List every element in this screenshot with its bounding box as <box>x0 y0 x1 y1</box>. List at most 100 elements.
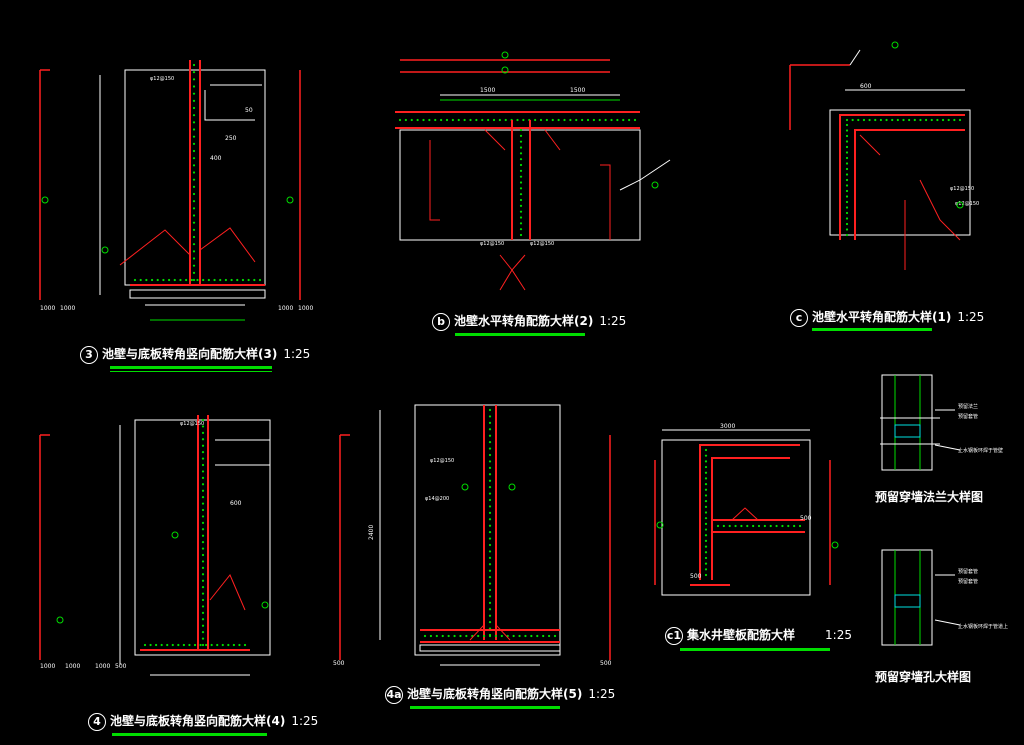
rebar-dot <box>488 537 492 540</box>
rebar-dot <box>519 140 523 143</box>
rebar-dot <box>463 118 466 122</box>
dim-text-50: 50 <box>245 107 253 114</box>
leader-hole2 <box>934 619 961 626</box>
rebar-dot <box>488 434 492 437</box>
rebar-dot <box>488 576 492 579</box>
rebar-dot <box>488 428 492 431</box>
rebar-dot <box>704 528 708 531</box>
rebar-dot <box>519 233 523 237</box>
rebar-dot <box>201 508 205 512</box>
rebar-dot <box>192 114 196 117</box>
rebar-dot <box>845 151 849 154</box>
rebar-dot <box>592 118 595 122</box>
rebar-dot <box>241 278 245 282</box>
rebar-dot <box>192 192 196 196</box>
rebar-dot <box>947 118 950 122</box>
rebar-dot <box>628 118 631 122</box>
rebar-dot <box>192 128 196 131</box>
rebar-dot <box>167 278 171 282</box>
rebar-dot <box>845 189 849 193</box>
rebar-dot <box>704 562 708 565</box>
rebar-dot <box>192 235 196 239</box>
rebar-dot <box>488 569 492 572</box>
rebar-dot <box>149 643 152 647</box>
rebar-dot <box>196 278 199 282</box>
rebar-dot <box>845 200 849 204</box>
haunch-c <box>859 134 881 156</box>
rebar-dot <box>488 601 492 604</box>
rebar-dot <box>398 118 402 122</box>
rebar-dot <box>763 524 766 528</box>
title-text-3: 池壁与底板转角竖向配筋大样(3) <box>102 347 278 361</box>
rebar-dot <box>201 457 205 460</box>
rebar-dot <box>416 118 419 122</box>
dim-text-1000: 1000 <box>40 305 55 312</box>
haunch-4a2 <box>495 624 511 641</box>
rebar-dot <box>219 278 222 282</box>
rebar-dot <box>519 163 523 167</box>
rebar-dot <box>845 211 849 215</box>
rebar-dot <box>874 118 877 122</box>
rebar-dot <box>740 524 743 528</box>
slab-hatch-4a <box>419 644 561 652</box>
rebar-dot <box>192 243 196 246</box>
rebar-dot <box>236 278 239 282</box>
rebar-dot <box>488 608 492 611</box>
rebar-dot <box>896 118 899 122</box>
dim-text-1500: 1500 <box>480 87 495 94</box>
rebar-dot <box>156 278 159 282</box>
rebar-dot <box>845 145 849 149</box>
rebar-dot <box>539 118 543 122</box>
rebar-dot <box>192 207 196 210</box>
rebar-dot <box>199 643 202 647</box>
rebar-dot <box>575 118 578 122</box>
callout-circle <box>461 483 469 491</box>
title-text-c1: 集水井壁板配筋大样 <box>687 628 796 642</box>
rebar-dot <box>429 634 433 638</box>
rebar-dot <box>563 118 566 122</box>
rebar-dot <box>201 515 205 518</box>
rebar-dot <box>192 250 196 253</box>
title-text-c: 池壁水平转角配筋大样(1) <box>812 310 952 324</box>
title-flange: 预留穿墙法兰大样图 <box>875 488 983 505</box>
rebar-dot <box>435 634 438 638</box>
rebar-dot <box>851 118 854 122</box>
rebar-dot <box>192 99 196 102</box>
rebar-dot <box>488 531 492 534</box>
v-mark2 <box>499 269 526 291</box>
title-text-4a: 池壁与底板转角竖向配筋大样(5) <box>407 687 583 701</box>
rebar-dot <box>530 634 533 638</box>
rebar-dot <box>488 614 492 617</box>
rebar-dot <box>488 498 492 502</box>
rebar-dot <box>704 551 708 554</box>
callout-circle <box>101 246 109 254</box>
dim-text-600: 600 <box>230 500 242 507</box>
rebar-dot <box>488 582 492 585</box>
callout-circle <box>41 196 49 204</box>
rebar-dot <box>232 643 235 647</box>
rebar-dot <box>704 545 708 548</box>
rebar-dot <box>519 222 523 225</box>
rebar-dot <box>441 634 444 638</box>
rebar-dot <box>793 524 796 528</box>
rebar-dot <box>201 502 205 505</box>
rebar-dot <box>488 453 492 457</box>
note-sleeve-h: 预留套管 <box>958 568 978 575</box>
title-text-b: 池壁水平转角配筋大样(2) <box>454 314 594 328</box>
callout-circle <box>831 541 839 549</box>
rebar-dot <box>179 278 182 282</box>
haunch-bar-3b <box>199 227 256 263</box>
callout-circle <box>171 531 179 539</box>
rebar-dot <box>798 524 802 528</box>
rebar-dot <box>488 556 492 559</box>
scale-3: 1:25 <box>283 347 311 361</box>
detail-number-c1: c1 <box>665 627 683 645</box>
rebar-dot <box>488 518 492 521</box>
rebar-dot <box>536 634 539 638</box>
rebar-dot <box>498 118 501 122</box>
